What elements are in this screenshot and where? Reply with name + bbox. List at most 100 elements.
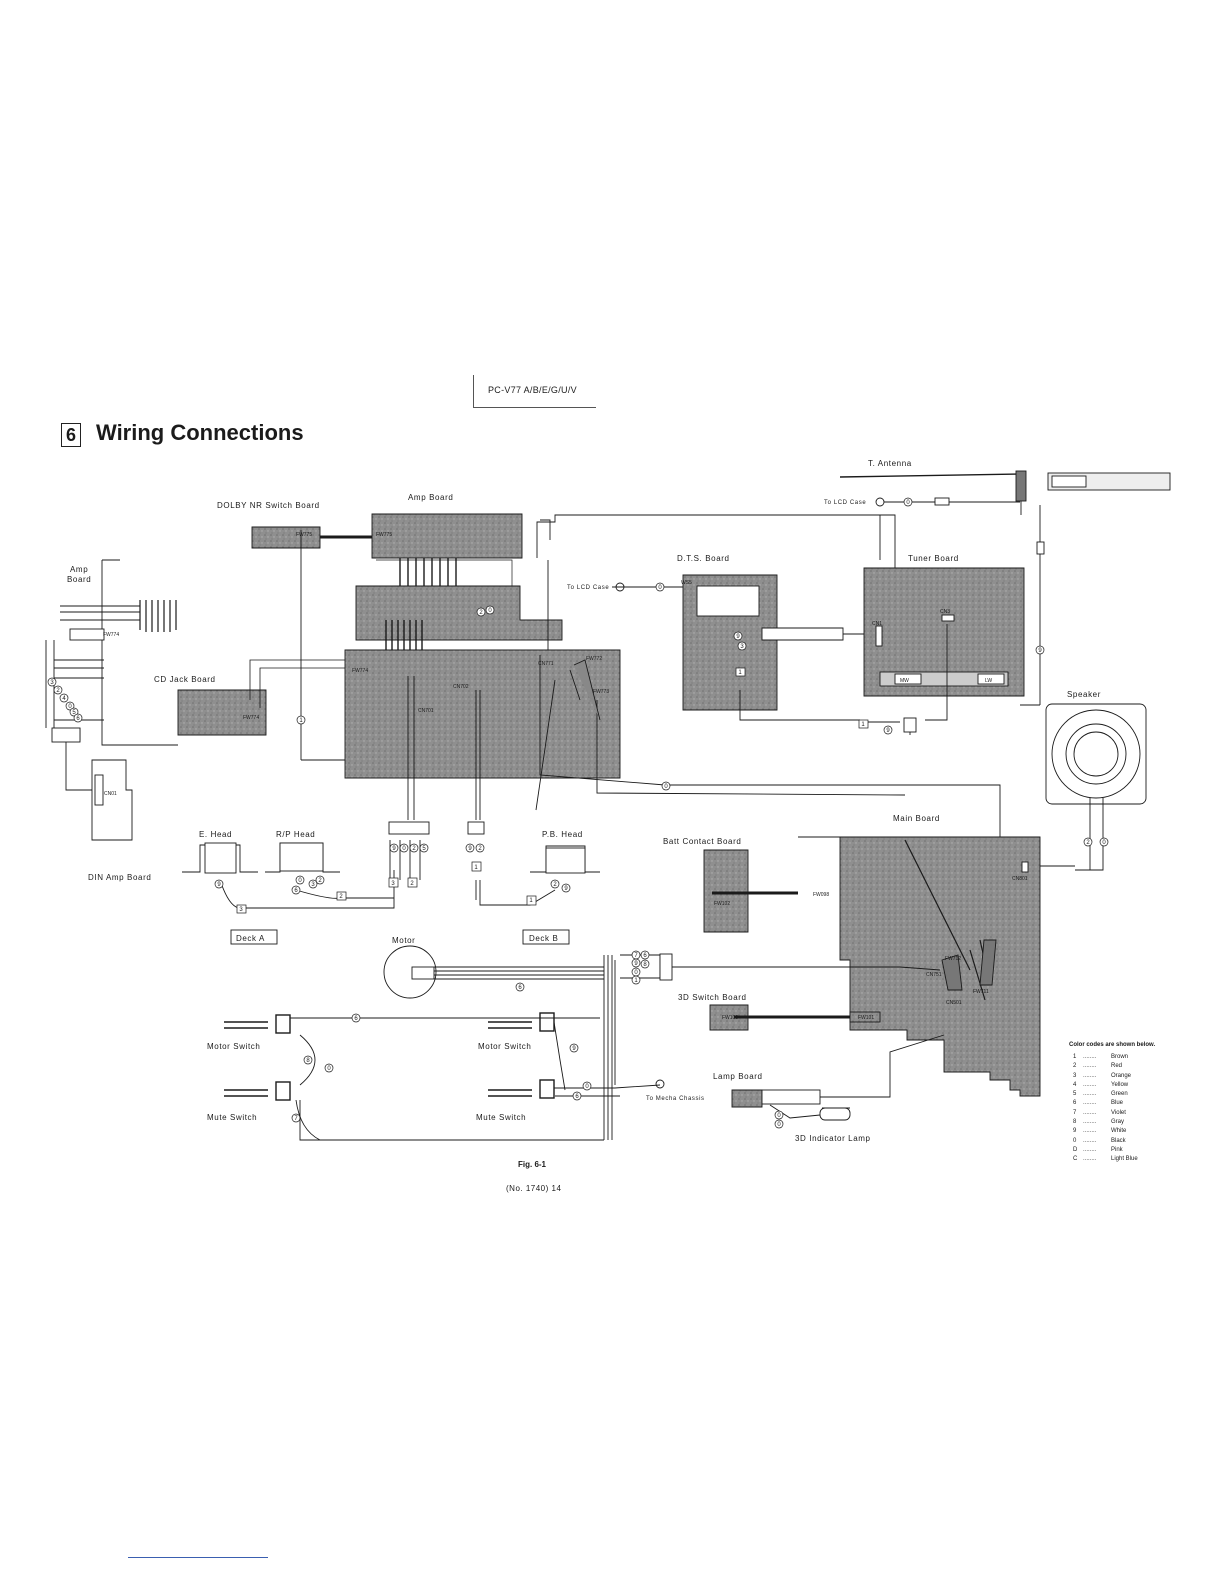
conn-fw101: FW101 <box>858 1015 874 1021</box>
label-motor: Motor <box>392 936 415 945</box>
svg-text:3: 3 <box>50 680 54 686</box>
svg-text:8: 8 <box>306 1058 310 1064</box>
conn-cn1: CN1 <box>872 621 882 627</box>
svg-text:0: 0 <box>906 500 910 506</box>
cd-jack-board <box>177 689 267 736</box>
svg-text:2: 2 <box>1086 840 1090 846</box>
svg-text:2: 2 <box>478 846 482 852</box>
label-to-mecha-chassis: To Mecha Chassis <box>646 1096 705 1102</box>
label-e-head: E. Head <box>199 830 232 839</box>
label-din-amp-board: DIN Amp Board <box>88 873 151 882</box>
label-tuner-board: Tuner Board <box>908 554 959 563</box>
conn-cn801: CN801 <box>1012 876 1028 882</box>
legend-dots: ........ <box>1083 1100 1097 1107</box>
legend-dots: ........ <box>1083 1128 1097 1135</box>
svg-text:6: 6 <box>294 888 298 894</box>
svg-text:9: 9 <box>392 846 396 852</box>
svg-text:3: 3 <box>239 907 243 913</box>
svg-text:0: 0 <box>1102 840 1106 846</box>
label-speaker: Speaker <box>1067 690 1101 699</box>
conn-fw100: FW100 <box>722 1015 738 1021</box>
label-to-lcd-2: To LCD Case <box>567 585 609 591</box>
legend-color: Black <box>1111 1137 1126 1144</box>
label-t-antenna: T. Antenna <box>868 459 912 468</box>
conn-ws5: WS5 <box>681 580 692 586</box>
legend-dots: ........ <box>1083 1081 1097 1088</box>
legend-color: Blue <box>1111 1100 1124 1107</box>
svg-text:8: 8 <box>643 962 647 968</box>
legend-color: White <box>1111 1128 1127 1135</box>
legend-color: Gray <box>1111 1119 1125 1126</box>
svg-text:9: 9 <box>886 728 890 734</box>
svg-text:3: 3 <box>391 881 395 887</box>
svg-text:7: 7 <box>634 953 638 959</box>
svg-text:6: 6 <box>643 953 647 959</box>
legend-row: 7........Violet <box>1073 1109 1138 1118</box>
svg-text:0: 0 <box>327 1066 331 1072</box>
legend-color: Violet <box>1111 1109 1126 1116</box>
conn-fw098: FW098 <box>813 892 829 898</box>
svg-text:7: 7 <box>294 1116 298 1122</box>
legend-dots: ........ <box>1083 1119 1097 1126</box>
heatsink <box>139 600 177 632</box>
svg-text:2: 2 <box>553 882 557 888</box>
svg-text:5: 5 <box>422 846 426 852</box>
label-rp-head: R/P Head <box>276 830 315 839</box>
svg-text:2: 2 <box>410 881 414 887</box>
legend-code: 3 <box>1073 1072 1077 1079</box>
svg-text:6: 6 <box>518 985 522 991</box>
label-lw: LW <box>985 678 992 684</box>
dolby-nr-switch-board <box>251 526 321 549</box>
label-mute-switch-b: Mute Switch <box>476 1113 526 1122</box>
e-head-symbol <box>182 842 258 874</box>
svg-text:9: 9 <box>468 846 472 852</box>
svg-text:1: 1 <box>474 865 478 871</box>
page-title: Wiring Connections <box>96 420 304 445</box>
label-to-lcd-1: To LCD Case <box>824 500 866 506</box>
label-motor-switch-b: Motor Switch <box>478 1042 531 1051</box>
svg-text:1: 1 <box>738 670 742 676</box>
legend-row: D........Pink <box>1073 1146 1138 1155</box>
conn-cn501: CN501 <box>946 1000 962 1006</box>
label-deck-a: Deck A <box>236 934 265 943</box>
legend-color: Light Blue <box>1111 1156 1138 1163</box>
legend-code: 2 <box>1073 1063 1077 1070</box>
svg-text:3: 3 <box>311 882 315 888</box>
switch-mechanics <box>224 1012 555 1101</box>
legend-dots: ........ <box>1083 1072 1097 1079</box>
conn-fw711: FW711 <box>973 989 989 995</box>
legend-row: 1........Brown <box>1073 1053 1138 1062</box>
label-cd-jack-board: CD Jack Board <box>154 675 216 684</box>
batt-contact-board <box>703 849 749 933</box>
figure-caption: Fig. 6-1 <box>518 1160 547 1169</box>
legend-dots: ........ <box>1083 1137 1097 1144</box>
svg-text:2: 2 <box>339 894 343 900</box>
svg-text:9: 9 <box>736 634 740 640</box>
conn-fw712: FW712 <box>945 956 961 962</box>
motor <box>383 945 437 999</box>
legend-code: D <box>1073 1146 1078 1153</box>
conn-cn702: CN702 <box>453 684 469 690</box>
svg-text:2: 2 <box>412 846 416 852</box>
label-mute-switch-a: Mute Switch <box>207 1113 257 1122</box>
model-number: PC-V77 A/B/E/G/U/V <box>488 385 577 395</box>
svg-text:9: 9 <box>572 1046 576 1052</box>
t-antenna <box>839 470 1027 515</box>
svg-text:0: 0 <box>658 585 662 591</box>
legend-code: C <box>1073 1156 1078 1163</box>
conn-fw775a: FW775 <box>296 532 312 538</box>
svg-text:0: 0 <box>634 970 638 976</box>
label-pb-head: P.B. Head <box>542 830 583 839</box>
legend-color: Red <box>1111 1063 1123 1070</box>
label-mw: MW <box>900 678 909 684</box>
svg-text:5: 5 <box>72 710 76 716</box>
legend-row: 0........Black <box>1073 1137 1138 1146</box>
rp-head-symbol <box>265 842 340 873</box>
svg-text:3: 3 <box>740 644 744 650</box>
svg-text:0: 0 <box>68 704 72 710</box>
label-deck-b: Deck B <box>529 934 558 943</box>
svg-text:2: 2 <box>56 688 60 694</box>
speaker <box>1045 703 1147 805</box>
conn-fw102: FW102 <box>714 901 730 907</box>
